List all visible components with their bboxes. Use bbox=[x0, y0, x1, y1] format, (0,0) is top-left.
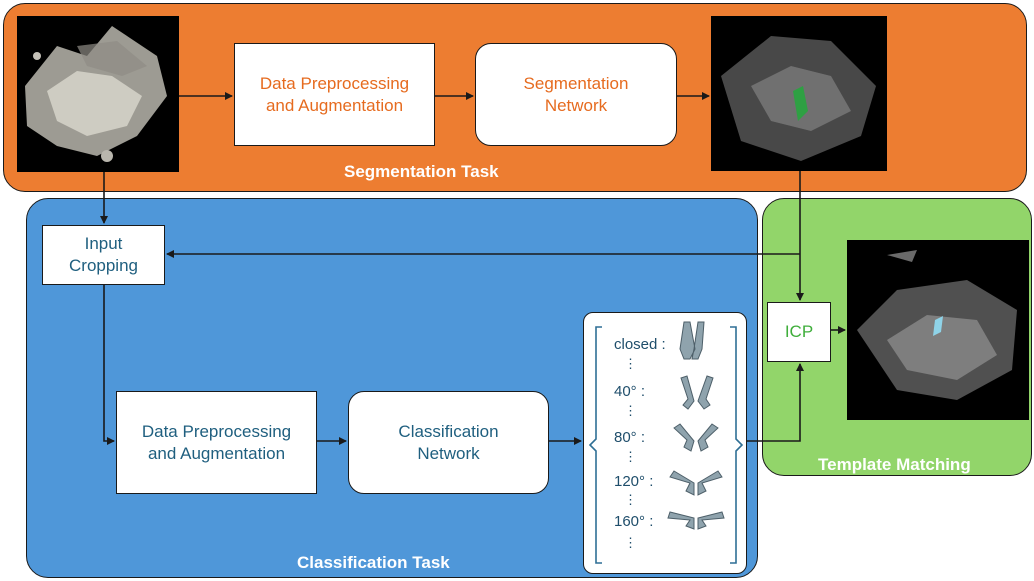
class-label-40: 40° : bbox=[614, 383, 646, 400]
input-cropping-label: Input Cropping bbox=[69, 234, 138, 275]
valve-40-icon bbox=[680, 375, 714, 410]
classification-network-label: Classification Network bbox=[398, 421, 499, 463]
ellipsis-5: ⋮ bbox=[624, 535, 637, 550]
icp-box: ICP bbox=[767, 302, 831, 362]
class-list-panel: closed : ⋮ 40° : ⋮ 80° : ⋮ 120° : ⋮ 160°… bbox=[583, 312, 747, 574]
input-cropping-box: Input Cropping bbox=[42, 225, 165, 285]
template-matching-result-image bbox=[847, 240, 1029, 420]
ellipsis-1: ⋮ bbox=[624, 356, 637, 371]
class-label-160: 160° : bbox=[614, 513, 654, 530]
valve-120-icon bbox=[669, 470, 723, 496]
valve-80-icon bbox=[673, 423, 719, 452]
class-label-120: 120° : bbox=[614, 473, 654, 490]
icp-label: ICP bbox=[784, 322, 814, 341]
ellipsis-4: ⋮ bbox=[624, 492, 637, 507]
cls-preprocessing-label: Data Preprocessing and Augmentation bbox=[141, 421, 292, 463]
class-label-80: 80° : bbox=[614, 429, 646, 446]
valve-closed-icon bbox=[679, 321, 705, 360]
seg-preprocessing-box: Data Preprocessing and Augmentation bbox=[234, 43, 435, 146]
segmentation-network-box: Segmentation Network bbox=[475, 43, 677, 146]
cls-preprocessing-box: Data Preprocessing and Augmentation bbox=[116, 391, 317, 494]
template-matching-render bbox=[857, 250, 1017, 400]
valve-160-icon bbox=[667, 511, 725, 530]
class-label-closed: closed : bbox=[614, 336, 666, 353]
input-volume-image bbox=[17, 16, 179, 172]
segmentation-task-title: Segmentation Task bbox=[344, 162, 499, 181]
seg-preprocessing-label: Data Preprocessing and Augmentation bbox=[259, 73, 410, 115]
segmentation-network-label: Segmentation Network bbox=[523, 73, 629, 115]
template-matching-title: Template Matching bbox=[818, 455, 971, 474]
segmentation-output-image bbox=[711, 16, 887, 171]
class-list-brackets bbox=[588, 321, 744, 564]
segmentation-output-render bbox=[721, 36, 876, 161]
classification-task-title: Classification Task bbox=[297, 553, 450, 572]
input-volume-render bbox=[25, 26, 167, 162]
ellipsis-2: ⋮ bbox=[624, 403, 637, 418]
ellipsis-3: ⋮ bbox=[624, 449, 637, 464]
classification-network-box: Classification Network bbox=[348, 391, 549, 494]
